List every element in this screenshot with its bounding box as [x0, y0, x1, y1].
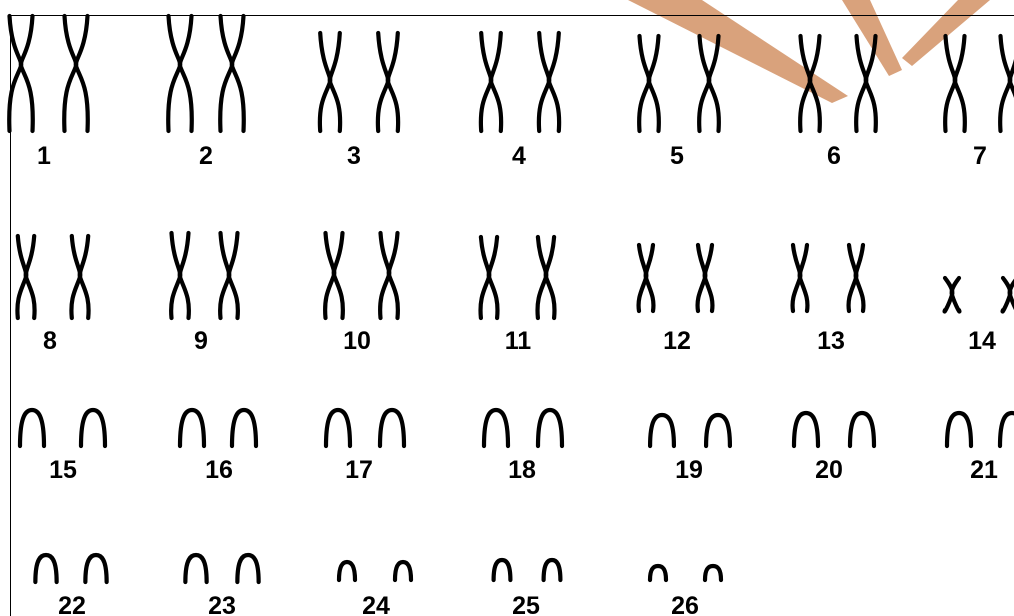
pair-label-12: 12 — [663, 327, 691, 355]
chromosome-pair-17-left — [326, 410, 350, 446]
chromosome-layer — [9, 16, 1014, 582]
pair-label-1: 1 — [37, 142, 51, 170]
chromosome-pair-12-right-chromatid-b — [705, 245, 713, 311]
chromosome-pair-9-right-chromatid-b — [229, 233, 238, 318]
pair-label-3: 3 — [347, 142, 361, 170]
chromosome-pair-11-right-chromatid-b — [546, 237, 555, 318]
pair-label-23: 23 — [208, 592, 236, 616]
chromosome-pair-9-left-chromatid-b — [180, 233, 189, 318]
chromosome-pair-25-right — [544, 560, 561, 580]
chromosome-pair-14-left-chromatid-b — [952, 278, 960, 312]
chromosome-pair-8-right-chromatid-b — [80, 236, 89, 318]
chromosome-pair-11-left-chromatid-b — [489, 237, 498, 318]
pair-label-19: 19 — [675, 456, 703, 484]
chromosome-pair-2-left-chromatid-a — [168, 16, 180, 131]
chromosome-pair-20-right — [850, 413, 874, 446]
chromosome-pair-15-right — [81, 410, 105, 446]
chromosome-pair-16-right — [232, 410, 256, 446]
pair-label-17: 17 — [345, 456, 373, 484]
chromosome-pair-7-right-chromatid-b — [1010, 36, 1014, 131]
chromosome-pair-2-left-chromatid-b — [180, 16, 192, 131]
chromosome-pair-8-left-chromatid-b — [26, 236, 35, 318]
chromosome-pair-3-left-chromatid-b — [330, 33, 340, 131]
chromosome-pair-19-right — [706, 415, 730, 446]
pair-label-11: 11 — [505, 327, 532, 355]
pair-label-13: 13 — [817, 327, 845, 355]
pair-label-14: 14 — [968, 327, 996, 355]
pair-label-5: 5 — [670, 142, 684, 170]
chromosome-pair-13-left-chromatid-b — [800, 245, 808, 311]
pair-label-10: 10 — [343, 327, 371, 355]
chromosome-pair-18-right — [538, 410, 562, 446]
chromosome-pair-26-right — [705, 566, 721, 580]
chromosome-pair-23-left — [185, 555, 206, 582]
chromosome-pair-1-right-chromatid-b — [76, 16, 88, 131]
chromosome-pair-3-right-chromatid-b — [388, 33, 398, 131]
chromosome-pair-21-right — [1000, 413, 1014, 446]
pair-label-24: 24 — [362, 592, 390, 616]
chromosome-pair-4-left-chromatid-b — [491, 33, 501, 131]
chromosome-pair-6-right-chromatid-b — [866, 36, 876, 131]
pair-label-7: 7 — [973, 142, 987, 170]
chromosome-pair-13-right-chromatid-b — [856, 245, 864, 311]
pair-label-4: 4 — [512, 142, 526, 170]
chromosome-pair-5-right-chromatid-b — [709, 36, 719, 131]
chromosome-pair-14-right-chromatid-b — [1010, 278, 1014, 312]
chromosome-pair-7-left-chromatid-b — [955, 36, 965, 131]
pair-label-21: 21 — [970, 456, 998, 484]
chromosome-pair-10-right-chromatid-b — [389, 233, 398, 318]
chromosome-pair-22-left — [35, 555, 56, 582]
chromosome-pair-12-left-chromatid-b — [646, 245, 654, 311]
chromosome-pair-21-left — [947, 413, 971, 446]
chromosome-pair-18-left — [484, 410, 508, 446]
chromosome-pair-17-right — [380, 410, 404, 446]
pair-label-15: 15 — [49, 456, 77, 484]
chromosome-pair-10-left-chromatid-b — [334, 233, 343, 318]
chromosome-pair-16-left — [180, 410, 204, 446]
chromosome-pair-23-right — [237, 555, 258, 582]
pair-label-22: 22 — [58, 592, 86, 616]
pair-label-2: 2 — [199, 142, 213, 170]
chromosome-pair-1-right-chromatid-a — [64, 16, 76, 131]
chromosome-pair-20-left — [794, 413, 818, 446]
chromosome-pair-2-right-chromatid-b — [232, 16, 244, 131]
chromosome-pair-1-left-chromatid-a — [9, 16, 21, 131]
chromosome-pair-24-right — [395, 562, 411, 580]
chromosome-pair-15-left — [20, 410, 44, 446]
pair-label-16: 16 — [205, 456, 233, 484]
chromosome-pair-19-left — [650, 415, 674, 446]
watermark-shape-right-arm — [902, 0, 990, 66]
chromosome-pair-25-left — [494, 560, 511, 580]
chromosome-pair-5-left-chromatid-b — [649, 36, 659, 131]
chromosome-pair-26-left — [650, 566, 666, 580]
pair-label-18: 18 — [508, 456, 536, 484]
pair-label-25: 25 — [512, 592, 540, 616]
pair-label-9: 9 — [194, 327, 208, 355]
pair-label-26: 26 — [671, 592, 699, 616]
chromosome-pair-22-right — [85, 555, 106, 582]
pair-label-6: 6 — [827, 142, 841, 170]
chromosome-pair-2-right-chromatid-a — [220, 16, 232, 131]
chromosome-pair-24-left — [339, 562, 355, 580]
chromosome-pair-4-right-chromatid-b — [549, 33, 559, 131]
pair-label-8: 8 — [43, 327, 57, 355]
pair-label-20: 20 — [815, 456, 843, 484]
chromosome-pair-1-left-chromatid-b — [21, 16, 33, 131]
